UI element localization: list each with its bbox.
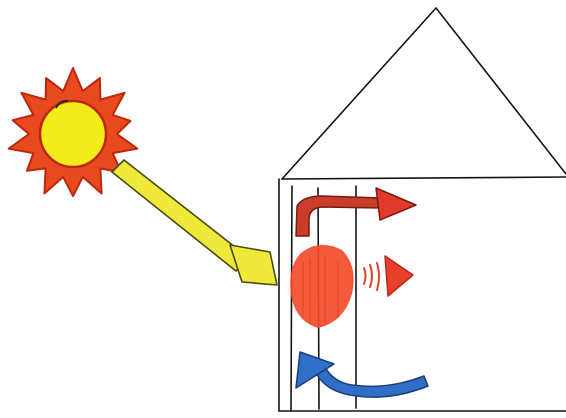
sun-core [40, 101, 106, 167]
warm-air-arrow-body [296, 196, 381, 236]
radiation-wave-3 [377, 263, 379, 290]
radiation-wave-1 [364, 268, 366, 284]
cool-air-arrow-body [314, 365, 428, 397]
sunlight-arrow-icon [112, 160, 277, 285]
house-ceiling-line [282, 177, 566, 179]
house-icon [279, 8, 566, 411]
cool-air-flow-icon [296, 352, 428, 397]
radiation-arrow-head [385, 256, 413, 296]
sunlight-arrow-head [230, 245, 277, 285]
sunlight-arrow-shaft [112, 160, 249, 271]
radiation-arrow-icon [364, 256, 413, 296]
house-roof [282, 8, 566, 179]
radiation-wave-2 [370, 265, 372, 287]
heat-blob [290, 245, 353, 328]
heat-icon [290, 245, 353, 328]
warm-air-arrow-head [376, 188, 416, 220]
